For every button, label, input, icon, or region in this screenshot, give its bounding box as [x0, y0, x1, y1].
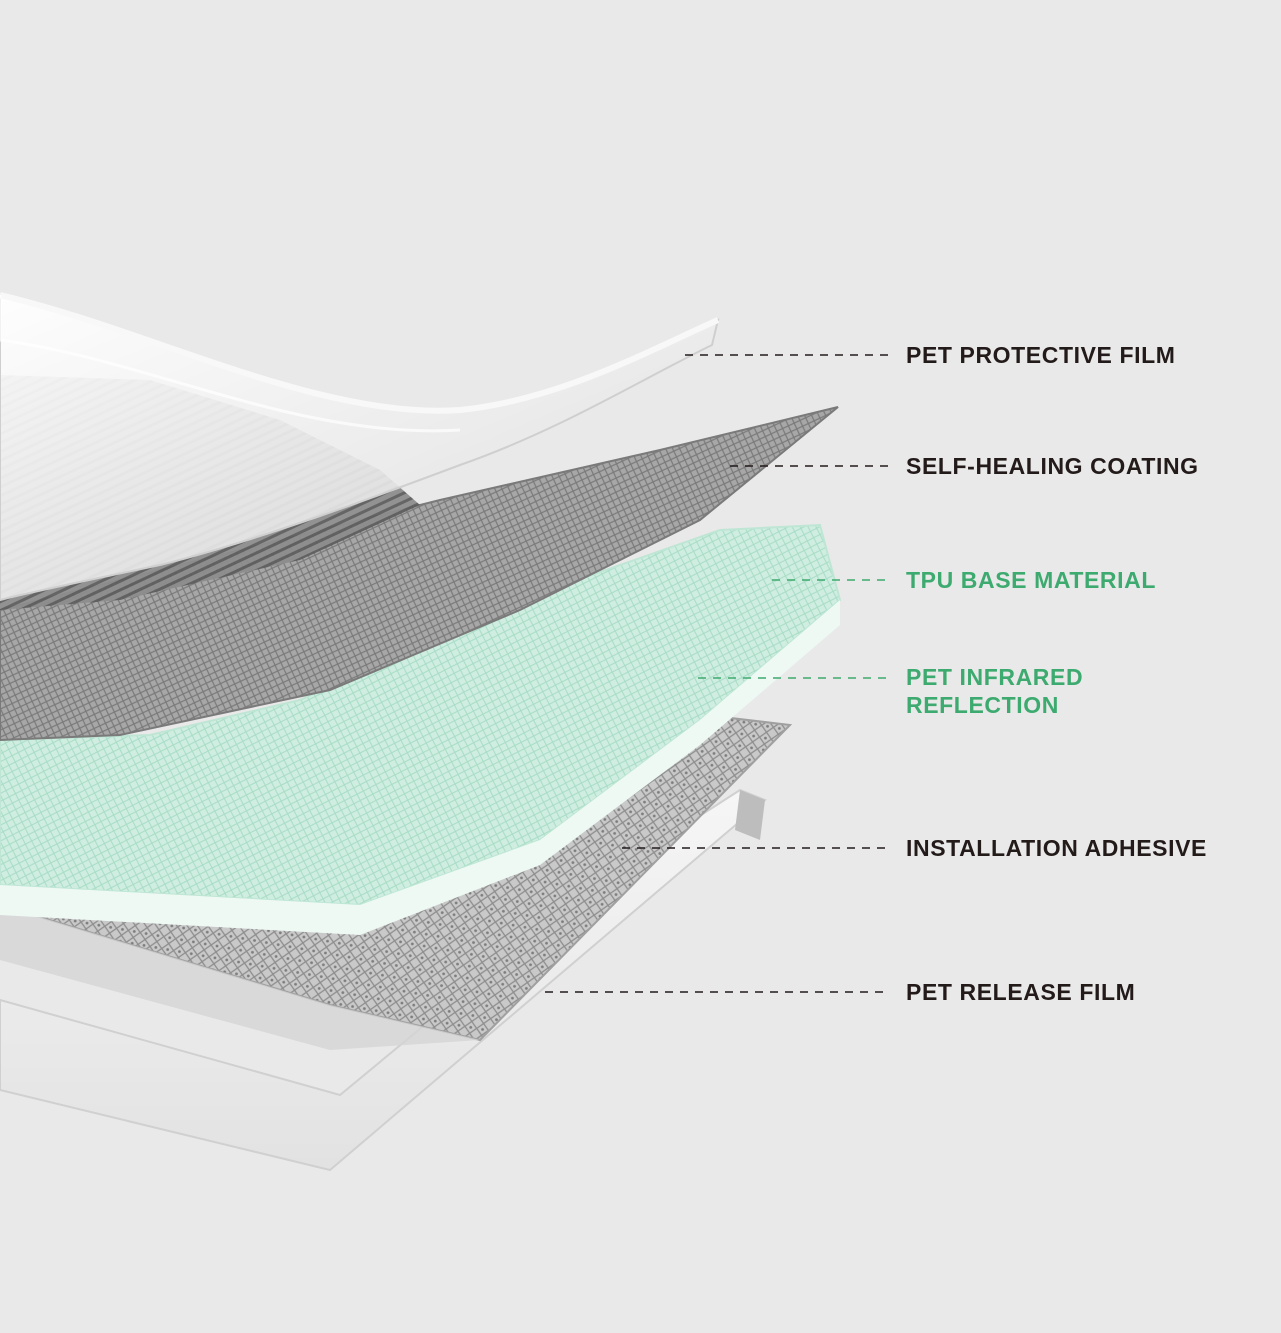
label-pet-release-film: PET RELEASE FILM	[906, 979, 1136, 1005]
release-film-layer	[0, 788, 767, 1172]
label-pet-protective-film: PET PROTECTIVE FILM	[906, 342, 1176, 368]
tpu-base-layer	[0, 523, 842, 935]
label-pet-infrared-line1: PET INFRARED	[906, 664, 1084, 690]
protective-film-layer	[0, 292, 720, 610]
leader-lines	[545, 354, 890, 993]
label-self-healing-coating: SELF-HEALING COATING	[906, 453, 1199, 479]
label-pet-infrared-reflection: PET INFRARED REFLECTION	[906, 663, 1083, 719]
label-installation-adhesive: INSTALLATION ADHESIVE	[906, 835, 1207, 861]
label-tpu-base-material: TPU BASE MATERIAL	[906, 567, 1156, 593]
label-pet-infrared-line2: REFLECTION	[906, 692, 1059, 718]
